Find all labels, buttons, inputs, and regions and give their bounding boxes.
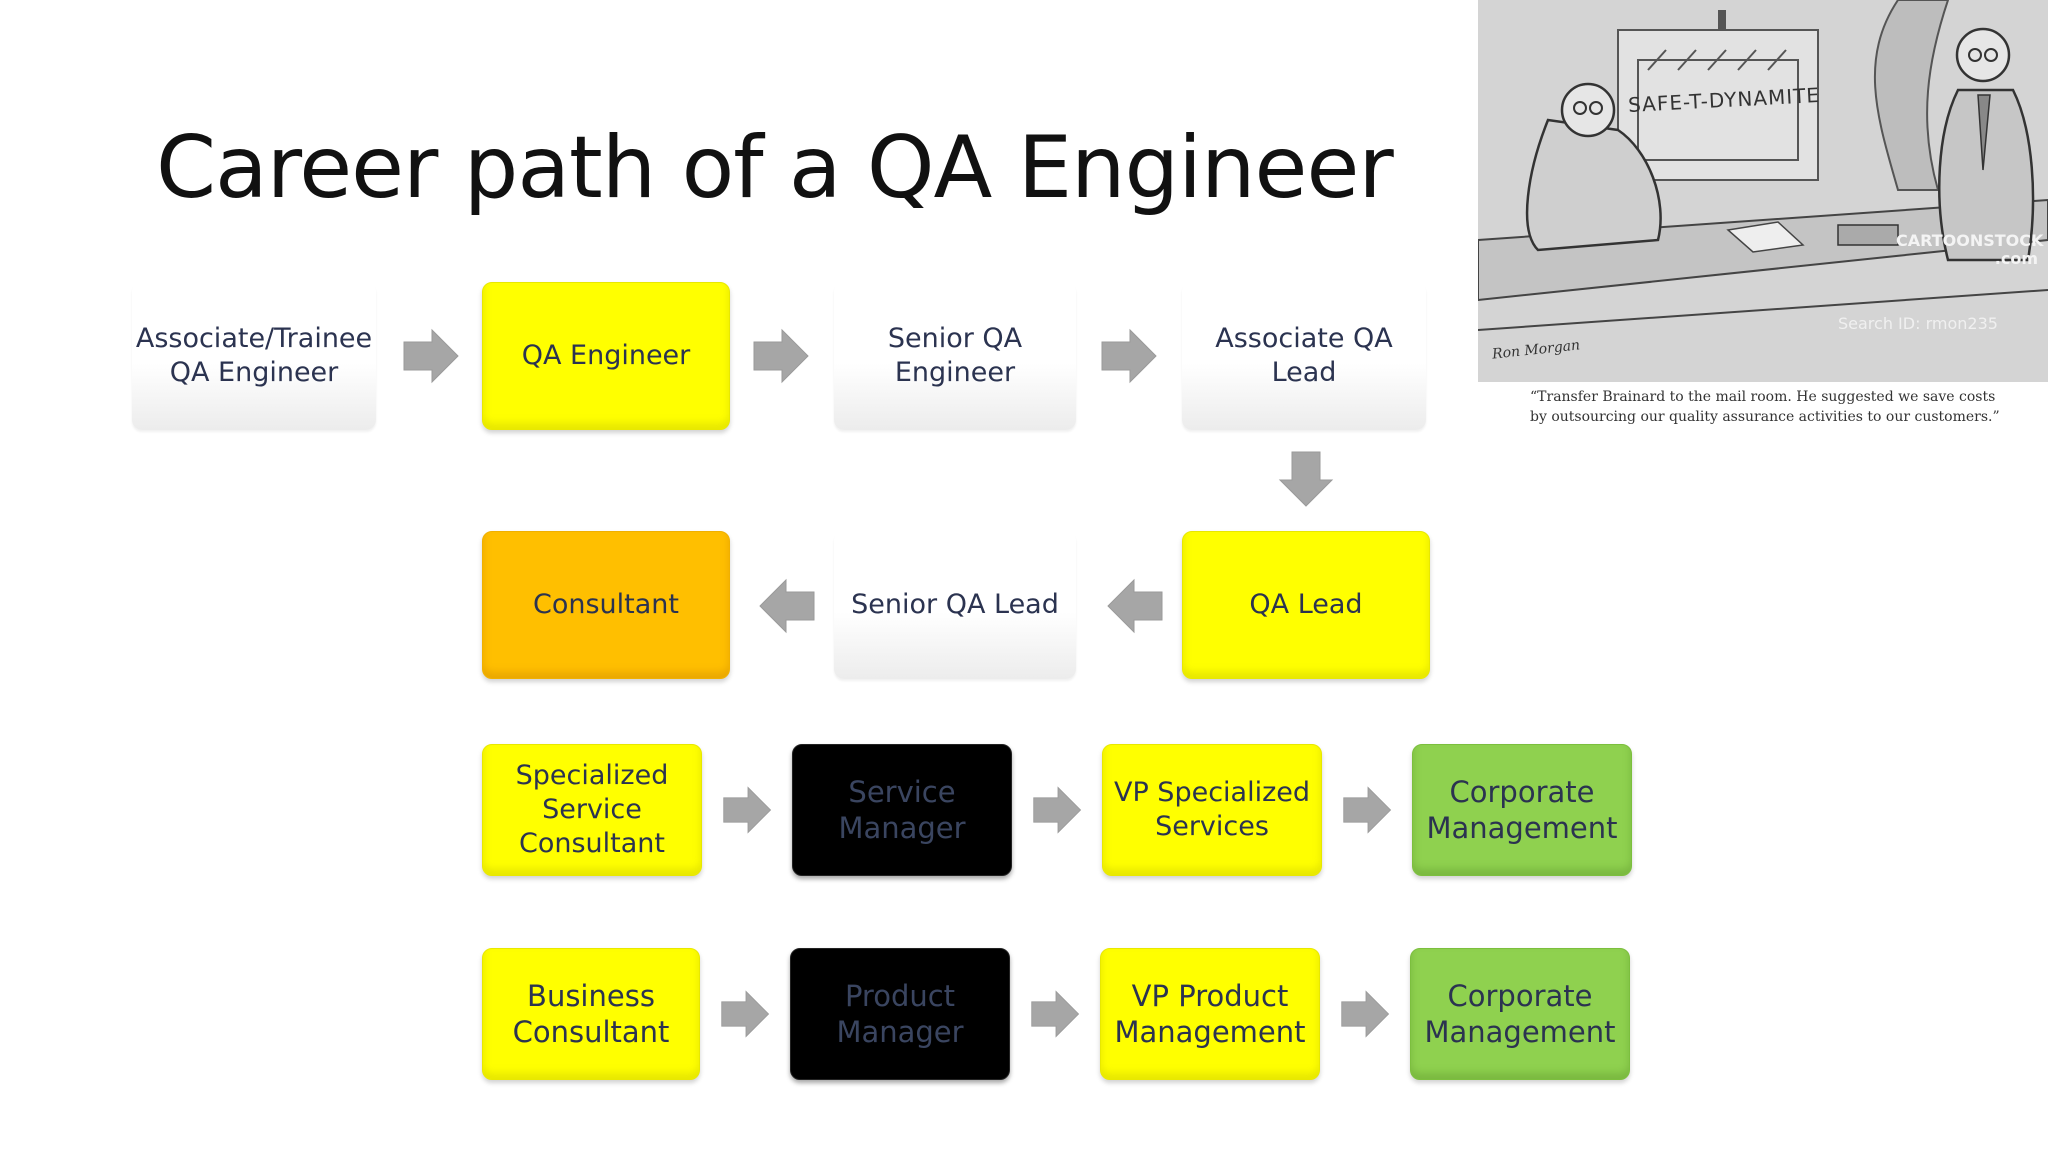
- node-vp-specialized-services: VP Specialized Services: [1102, 744, 1322, 876]
- cartoon-caption: “Transfer Brainard to the mail room. He …: [1530, 389, 2000, 425]
- arrow-left-icon: [759, 578, 815, 634]
- cartoon-search-id: Search ID: rmon235: [1838, 314, 1998, 333]
- node-senior-qa-engineer: Senior QA Engineer: [834, 282, 1076, 430]
- cartoon-image: SAFE-T-DYNAMITE CARTOONSTOCK .com Search…: [1477, 0, 2048, 382]
- arrow-right-icon: [1101, 328, 1157, 384]
- cartoon-watermark: CARTOONSTOCK .com: [1896, 231, 2044, 268]
- arrow-right-icon: [723, 786, 772, 834]
- arrow-right-icon: [1033, 786, 1082, 834]
- node-qa-lead: QA Lead: [1182, 531, 1430, 679]
- arrow-right-icon: [721, 990, 770, 1038]
- arrow-down-icon: [1278, 451, 1334, 507]
- slide-title: Career path of a QA Engineer: [156, 118, 1394, 218]
- arrow-right-icon: [1343, 786, 1392, 834]
- node-business-consultant: Business Consultant: [482, 948, 700, 1080]
- arrow-right-icon: [403, 328, 459, 384]
- node-consultant: Consultant: [482, 531, 730, 679]
- node-specialized-service-consultant: Specialized Service Consultant: [482, 744, 702, 876]
- node-service-manager: Service Manager: [792, 744, 1012, 876]
- node-associate-trainee-qa-engineer: Associate/Trainee QA Engineer: [132, 282, 376, 430]
- node-corporate-management-2: Corporate Management: [1410, 948, 1630, 1080]
- node-product-manager: Product Manager: [790, 948, 1010, 1080]
- node-corporate-management-1: Corporate Management: [1412, 744, 1632, 876]
- arrow-left-icon: [1107, 578, 1163, 634]
- arrow-right-icon: [753, 328, 809, 384]
- arrow-right-icon: [1031, 990, 1080, 1038]
- node-associate-qa-lead: Associate QA Lead: [1182, 282, 1426, 430]
- arrow-right-icon: [1341, 990, 1390, 1038]
- cartoon-drawing: [1477, 0, 2048, 382]
- node-senior-qa-lead: Senior QA Lead: [834, 531, 1076, 679]
- node-qa-engineer: QA Engineer: [482, 282, 730, 430]
- node-vp-product-management: VP Product Management: [1100, 948, 1320, 1080]
